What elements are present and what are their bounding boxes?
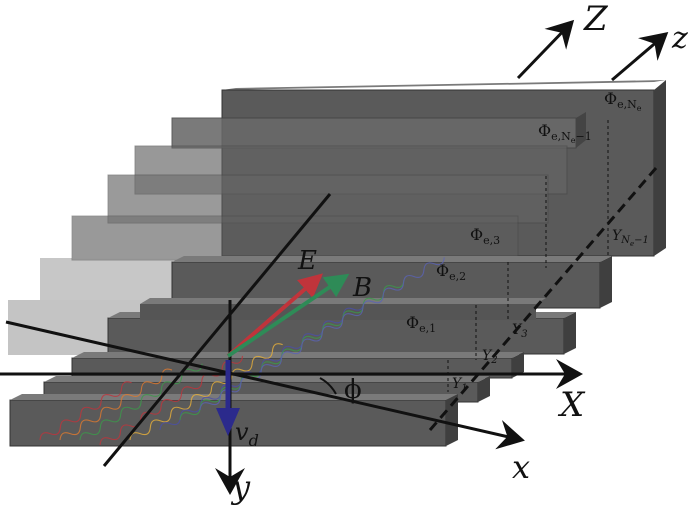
axes	[0, 19, 669, 495]
label-phi: ϕ	[344, 375, 362, 405]
electrode-bar	[107, 174, 549, 224]
electrode-bar-edge	[140, 304, 536, 320]
label-z: z	[671, 21, 688, 56]
label-phi-e1: Φe,1	[406, 313, 436, 335]
angle-arc	[319, 377, 337, 395]
dashed-guides	[428, 120, 658, 431]
axis-diagonal	[102, 193, 332, 467]
label-E: E	[297, 246, 317, 276]
axis-x	[5, 320, 525, 450]
particle-tracks	[39, 257, 445, 446]
labels: E B vd X x y Z z ϕ Φe,1 Φe,2 Φe,3 Φe,Ne−…	[230, 0, 688, 506]
label-phi-ne-minus-1: Φe,Ne−1	[538, 121, 592, 145]
label-vd: vd	[235, 418, 259, 450]
label-y3: Y3	[512, 322, 528, 340]
label-phi-ne: Φe,Ne	[604, 89, 642, 113]
vector-E	[226, 273, 324, 358]
label-phi-e3: Φe,3	[470, 225, 500, 247]
label-Z: Z	[583, 0, 609, 39]
label-X: X	[557, 385, 586, 425]
vector-vd-head	[216, 408, 240, 436]
label-x: x	[512, 448, 530, 486]
vectors	[216, 273, 350, 436]
label-B: B	[352, 273, 372, 303]
label-y1: Y1	[452, 376, 468, 394]
axis-Z	[516, 19, 575, 80]
axis-z	[611, 32, 669, 82]
vector-B	[226, 273, 350, 358]
label-y-ne-minus-1: YNe−1	[612, 228, 649, 248]
electrode-bar-e1	[107, 317, 565, 355]
label-y: y	[230, 468, 251, 506]
label-phi-e2: Φe,2	[436, 261, 466, 283]
electrode-bar-ne-minus-1	[171, 117, 577, 149]
label-y2: Y2	[482, 348, 498, 366]
